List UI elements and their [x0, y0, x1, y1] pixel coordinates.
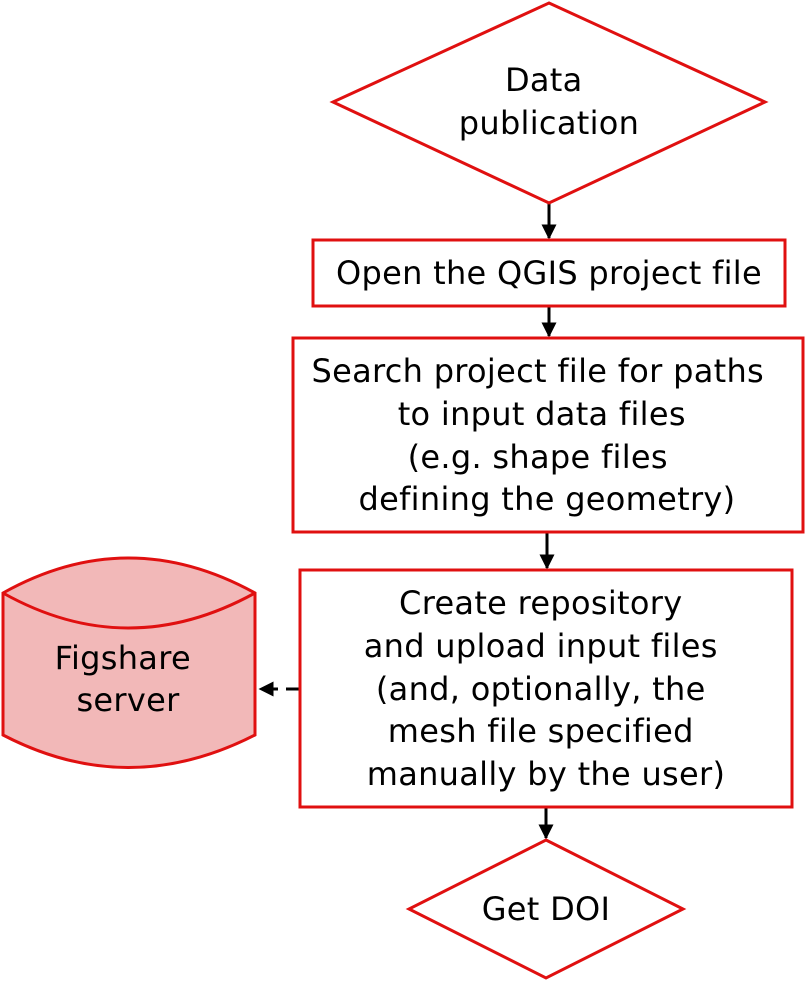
node-label-line: defining the geometry) [359, 480, 736, 518]
node-label-line: publication [459, 104, 640, 142]
process-box-shape [311, 238, 787, 308]
svg-text:Data publication: Data publication [459, 61, 640, 142]
node-label-line: server [76, 681, 180, 719]
svg-text:Get DOI: Get DOI [482, 890, 611, 928]
node-open-project: Open the QGIS project file [311, 238, 787, 308]
node-label-line: (and, optionally, the [376, 670, 706, 708]
svg-text:Create repository and up: Create repository and upload input files… [364, 584, 729, 793]
node-label-line: to input data files [398, 395, 686, 433]
node-label-line: Search project file for paths [311, 352, 764, 390]
process-box-shape [291, 336, 805, 534]
node-get-doi: Get DOI [405, 838, 687, 980]
decision-diamond-shape [329, 1, 769, 205]
node-label-line: Open the QGIS project file [336, 254, 762, 292]
svg-text:Figshare server: Figshare server [55, 639, 202, 719]
node-label-line: Get DOI [482, 890, 611, 928]
node-label-line: Data [505, 61, 583, 99]
database-icon [1, 556, 257, 769]
node-label-line: Figshare [55, 639, 191, 677]
decision-diamond-shape [405, 838, 687, 980]
node-label-line: Create repository [399, 584, 682, 622]
node-label-line: and upload input files [364, 627, 718, 665]
node-data-publication: Data publication [329, 1, 769, 205]
process-box-shape [298, 568, 794, 809]
svg-text:Open the QGIS project file: Open the QGIS project file [336, 254, 762, 292]
node-search-paths: Search project file for paths to input d… [291, 336, 805, 534]
node-label-line: manually by the user) [367, 755, 726, 793]
node-label-line: (e.g. shape files [408, 438, 668, 476]
node-figshare-server: Figshare server [1, 556, 257, 769]
node-label-line: mesh file specified [388, 712, 694, 750]
database-top-curve [2, 591, 256, 630]
node-create-repository: Create repository and upload input files… [298, 568, 794, 809]
svg-text:Search project file for paths: Search project file for paths to input d… [311, 352, 774, 518]
